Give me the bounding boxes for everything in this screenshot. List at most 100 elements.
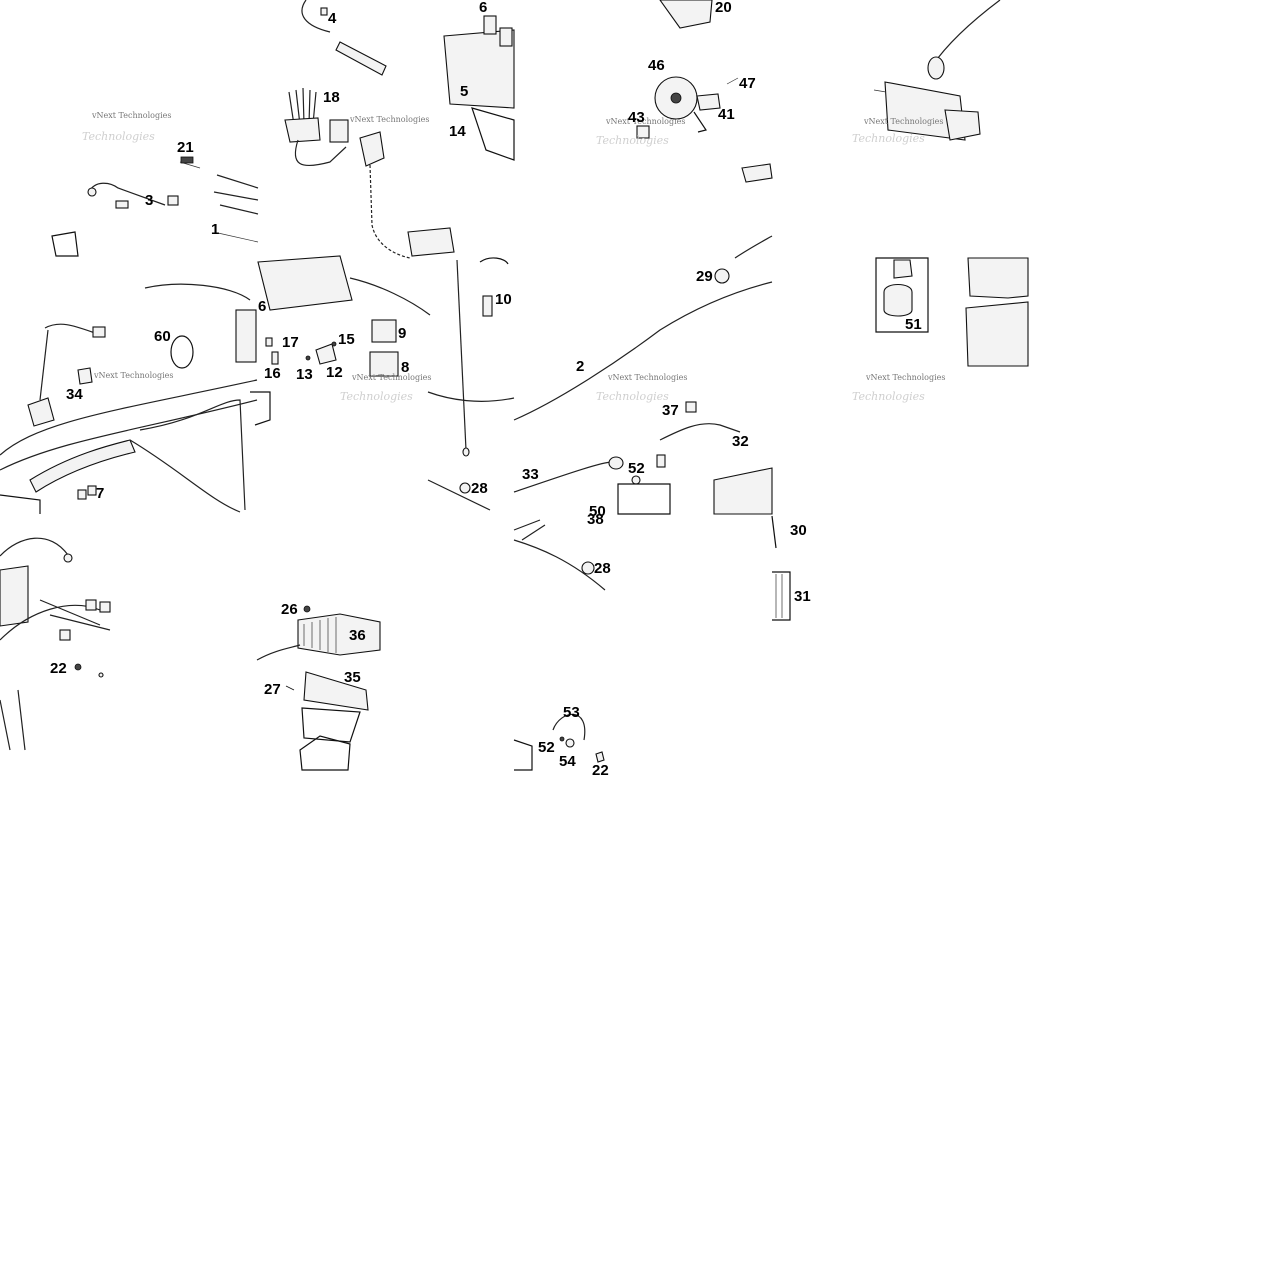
callouts: 4 6 20 18 5 14 46 47 41 43 21 3 1 6 10 2… (50, 0, 922, 779)
watermark-8: vNext Technologies (865, 373, 945, 382)
lead-connector (44, 323, 96, 334)
starter-solenoid (944, 109, 981, 141)
callout-52b: 52 (538, 739, 555, 756)
tile-r2c1 (0, 283, 271, 514)
lead-38 (513, 519, 546, 541)
connector-horn (741, 163, 773, 183)
lead-28 (427, 479, 491, 511)
nut-52a (631, 475, 641, 485)
tile-r3c2 (256, 605, 381, 771)
watermark-11: Technologies (852, 132, 925, 145)
bracket-41 (696, 93, 721, 111)
callout-22: 22 (50, 660, 67, 677)
grommet-29 (714, 268, 730, 284)
callout-32: 32 (732, 433, 749, 450)
callout-47: 47 (739, 75, 756, 92)
clamp-51 (883, 283, 913, 317)
callout-41: 41 (718, 106, 735, 123)
callout-13: 13 (296, 366, 313, 383)
callout-7: 7 (96, 485, 104, 502)
watermark-3: vNext Technologies (605, 117, 685, 126)
harness-end (0, 494, 41, 514)
cable-4 (301, 0, 331, 33)
battery-edge (513, 739, 533, 771)
lead-harness-top (144, 283, 251, 301)
coil-lead (456, 259, 467, 451)
bracket-35-lower (301, 707, 361, 743)
callout-1: 1 (211, 221, 219, 238)
callout-46: 46 (648, 57, 665, 74)
callout-20: 20 (715, 0, 732, 16)
tile-r2c2 (257, 227, 515, 511)
engine-module (257, 255, 353, 311)
ground-cable (0, 537, 69, 557)
callout-38: 38 (587, 511, 604, 528)
hv-lead (369, 164, 411, 259)
screw-15 (331, 341, 337, 347)
callout-9: 9 (398, 325, 406, 342)
callout-2: 2 (576, 358, 584, 375)
grommet-28a (459, 482, 471, 494)
watermark-6: vNext Technologies (351, 373, 431, 382)
bracket-30 (771, 515, 777, 549)
cable-2 (513, 281, 773, 421)
starter-body (884, 81, 966, 141)
screw-47 (726, 77, 739, 85)
callout-29: 29 (696, 268, 713, 285)
coil-34 (27, 397, 55, 427)
cable-terminal (927, 56, 945, 80)
regulator-36 (297, 613, 381, 656)
ecu-box (0, 565, 29, 627)
battery-box (965, 301, 1029, 367)
tile-r2c3 (513, 235, 773, 515)
terminal-r3 (98, 672, 104, 678)
callout-15: 15 (338, 331, 355, 348)
washer-54 (565, 738, 575, 748)
bracket-14 (471, 107, 515, 161)
callout-6: 6 (479, 0, 487, 16)
clamp-60 (170, 335, 194, 369)
harness-18-plug (329, 119, 349, 143)
horn-center (670, 92, 682, 104)
wire-stubs (213, 174, 259, 215)
relay-6a (483, 15, 497, 35)
watermark-7: vNext Technologies (607, 373, 687, 382)
leader-1 (217, 232, 259, 243)
tile-r1c3 (636, 0, 773, 183)
battery (713, 467, 773, 515)
callout-54: 54 (559, 753, 576, 770)
ground-terminal (63, 553, 73, 563)
screw-22a (74, 663, 82, 671)
callout-12: 12 (326, 364, 343, 381)
callout-53: 53 (563, 704, 580, 721)
callout-10: 10 (495, 291, 512, 308)
watermarks: vNext Technologies vNext Technologies vN… (82, 111, 945, 403)
callout-27: 27 (264, 681, 281, 698)
callout-51: 51 (905, 316, 922, 333)
tile-r1c4 (873, 0, 1001, 141)
clip-34 (77, 367, 93, 385)
main-harness-b (0, 399, 258, 471)
fuse-37 (685, 401, 697, 413)
callout-60: 60 (154, 328, 171, 345)
lead-down-r3 (0, 689, 26, 751)
clip-7b (87, 485, 97, 496)
relay-6b (499, 27, 513, 47)
callout-30: 30 (790, 522, 807, 539)
branch-a (129, 439, 241, 513)
callout-21: 21 (177, 139, 194, 156)
sensor-plug (167, 195, 179, 206)
coil-lead-end (462, 447, 470, 457)
relay-8 (369, 351, 399, 377)
fuse-holder-51 (893, 259, 913, 279)
cable-32 (659, 423, 741, 441)
watermark-5: vNext Technologies (93, 371, 173, 380)
tile-r2c4 (875, 257, 1029, 367)
tile-r3c3 (513, 515, 791, 621)
nut-52b (559, 736, 565, 742)
sensor-ring (87, 187, 97, 197)
horn-bracket (693, 111, 707, 133)
battery-cover (967, 257, 1029, 299)
module-6b (235, 309, 257, 363)
